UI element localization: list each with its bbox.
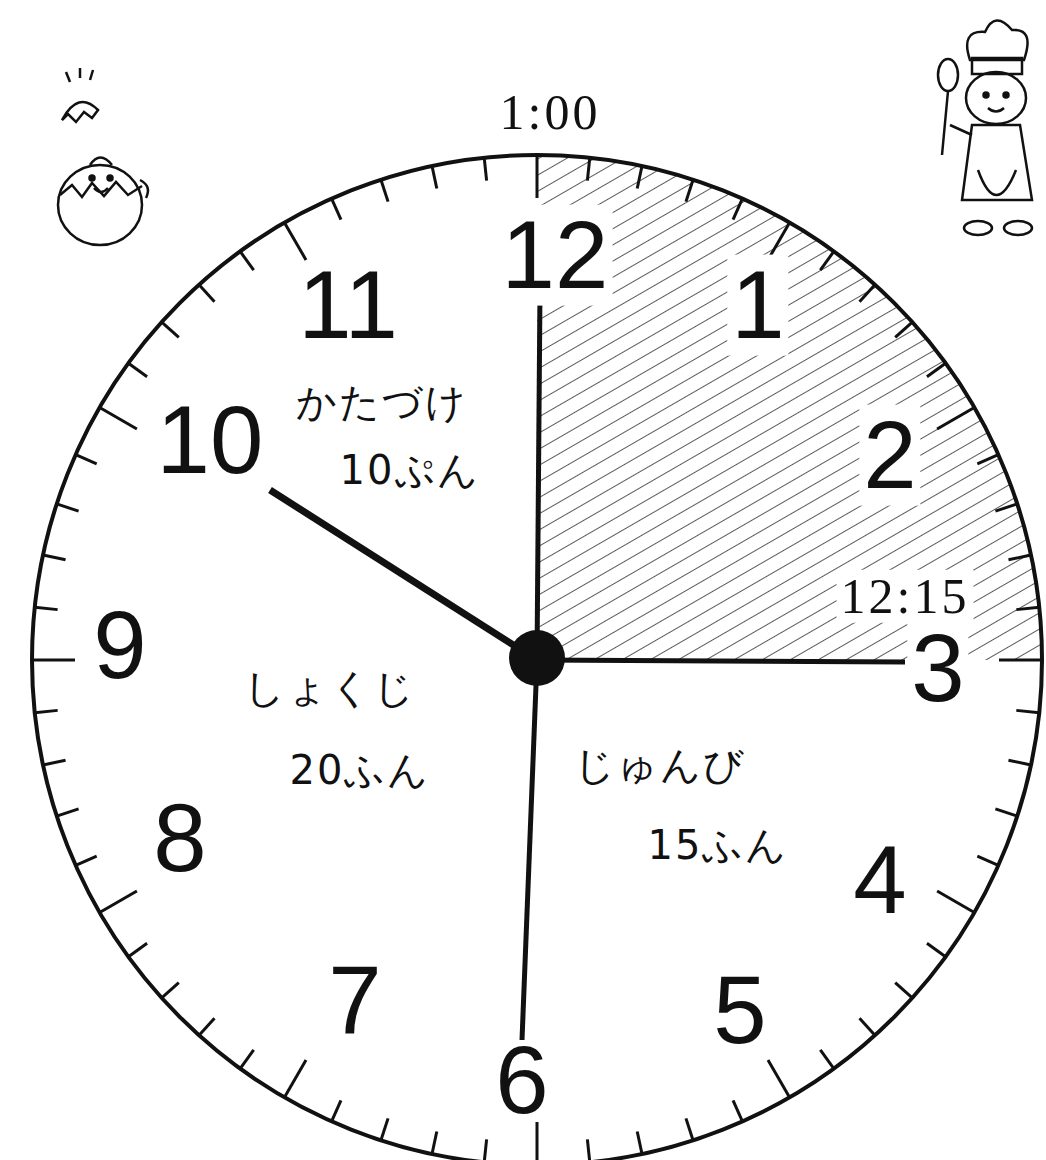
tick-mark: [57, 504, 79, 511]
tick-mark: [1008, 760, 1030, 765]
tick-mark: [637, 166, 642, 188]
tick-mark: [35, 607, 58, 609]
hour-hand: [270, 490, 537, 660]
tick-mark: [57, 809, 79, 816]
tick-mark: [162, 983, 179, 998]
tick-mark: [995, 809, 1017, 816]
tick-mark: [1016, 607, 1039, 609]
tick-mark: [977, 455, 998, 464]
tick-mark: [432, 166, 437, 188]
divider-line: [522, 660, 537, 1040]
tick-mark: [100, 891, 137, 913]
clock-number: 2: [859, 405, 920, 506]
tick-mark: [937, 891, 974, 913]
activity-label: かたづけ: [296, 381, 468, 423]
tick-mark: [432, 1131, 437, 1153]
tick-mark: [820, 1050, 834, 1069]
tick-mark: [1016, 710, 1039, 712]
tick-mark: [162, 322, 179, 337]
tick-mark: [860, 285, 875, 302]
clock-number: 1: [727, 255, 788, 356]
clock-number: 3: [907, 618, 968, 719]
divider-line: [537, 660, 905, 662]
tick-mark: [860, 1018, 875, 1035]
tick-mark: [587, 1139, 589, 1160]
tick-mark: [381, 1118, 388, 1140]
tick-mark: [895, 983, 912, 998]
tick-mark: [1008, 555, 1030, 560]
tick-mark: [43, 760, 65, 765]
tick-mark: [686, 1118, 693, 1140]
clock-number: 7: [328, 950, 381, 1051]
tick-mark: [332, 199, 341, 220]
tick-mark: [76, 455, 97, 464]
clock-ticks: [32, 155, 1042, 1160]
clock-number: 6: [495, 1030, 548, 1131]
tick-mark: [199, 1018, 214, 1035]
tick-mark: [995, 504, 1017, 511]
tick-mark: [733, 1100, 742, 1121]
tick-mark: [199, 285, 214, 302]
tick-mark: [484, 158, 486, 181]
tick-mark: [686, 180, 693, 202]
tick-mark: [820, 251, 834, 270]
clock-face: [32, 155, 1042, 1160]
clock-number: 4: [853, 830, 906, 931]
chick-illustration: [58, 68, 148, 245]
tick-mark: [285, 1060, 307, 1097]
clock-number: 5: [713, 960, 766, 1061]
clock-number: 12: [498, 205, 613, 306]
tick-mark: [977, 856, 998, 865]
time-label: 1:00: [500, 86, 601, 139]
duration-label: 20ふん: [290, 749, 431, 791]
tick-mark: [240, 1050, 254, 1069]
tick-mark: [240, 251, 254, 270]
activity-label: しょくじ: [244, 667, 416, 709]
tick-mark: [100, 408, 137, 430]
tick-mark: [768, 1060, 790, 1097]
chef-illustration: [938, 20, 1032, 235]
tick-mark: [381, 180, 388, 202]
tick-mark: [895, 322, 912, 337]
divider-line: [537, 290, 540, 660]
duration-label: 10ぷん: [340, 449, 481, 491]
hatched-sector: [537, 155, 1042, 660]
clock-number: 9: [93, 595, 146, 696]
clock-number: 10: [157, 390, 264, 491]
clock-number: 8: [153, 788, 206, 889]
tick-mark: [587, 158, 589, 181]
tick-mark: [484, 1139, 486, 1160]
tick-mark: [332, 1100, 341, 1121]
tick-mark: [637, 1131, 642, 1153]
tick-mark: [937, 408, 974, 430]
tick-mark: [32, 659, 75, 662]
tick-mark: [927, 943, 946, 957]
tick-mark: [76, 856, 97, 865]
center-dot: [509, 630, 565, 686]
tick-mark: [128, 943, 147, 957]
tick-mark: [128, 363, 147, 377]
tick-mark: [927, 363, 946, 377]
duration-label: 15ふん: [648, 824, 789, 866]
tick-mark: [536, 155, 539, 198]
time-label: 12:15: [837, 570, 974, 623]
tick-mark: [999, 659, 1042, 662]
tick-mark: [35, 710, 58, 712]
activity-label: じゅんび: [574, 744, 746, 786]
tick-mark: [733, 199, 742, 220]
tick-mark: [43, 555, 65, 560]
clock-number: 11: [298, 255, 398, 356]
